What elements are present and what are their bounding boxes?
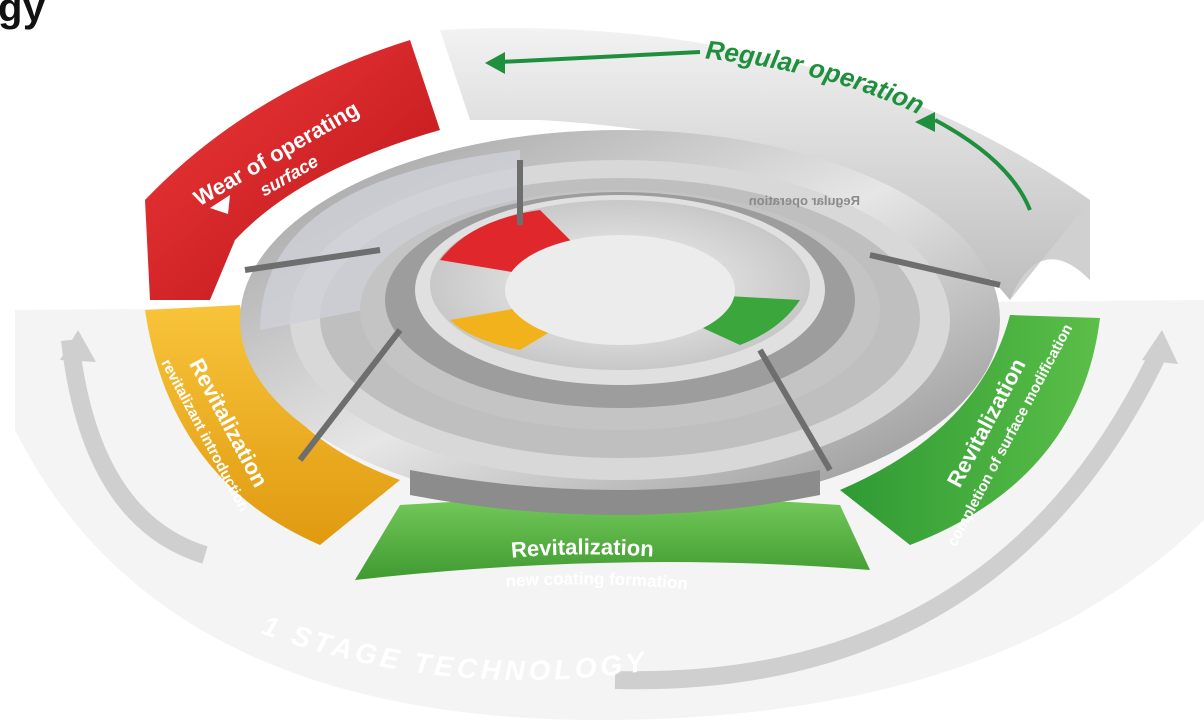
formation-title: Revitalization xyxy=(510,534,655,562)
mirrored-regular-label: Regular operation xyxy=(749,193,860,208)
wear-arrow-icon xyxy=(210,195,230,214)
outer-arrow-left-icon xyxy=(60,330,96,362)
metal-ring: Regular operation xyxy=(240,130,1001,515)
regular-arrow-left-icon xyxy=(485,52,505,74)
regular-arrow-head-icon xyxy=(915,112,935,132)
outer-arrow-right-icon xyxy=(1142,330,1178,364)
page-title-fragment: gy xyxy=(0,0,46,30)
